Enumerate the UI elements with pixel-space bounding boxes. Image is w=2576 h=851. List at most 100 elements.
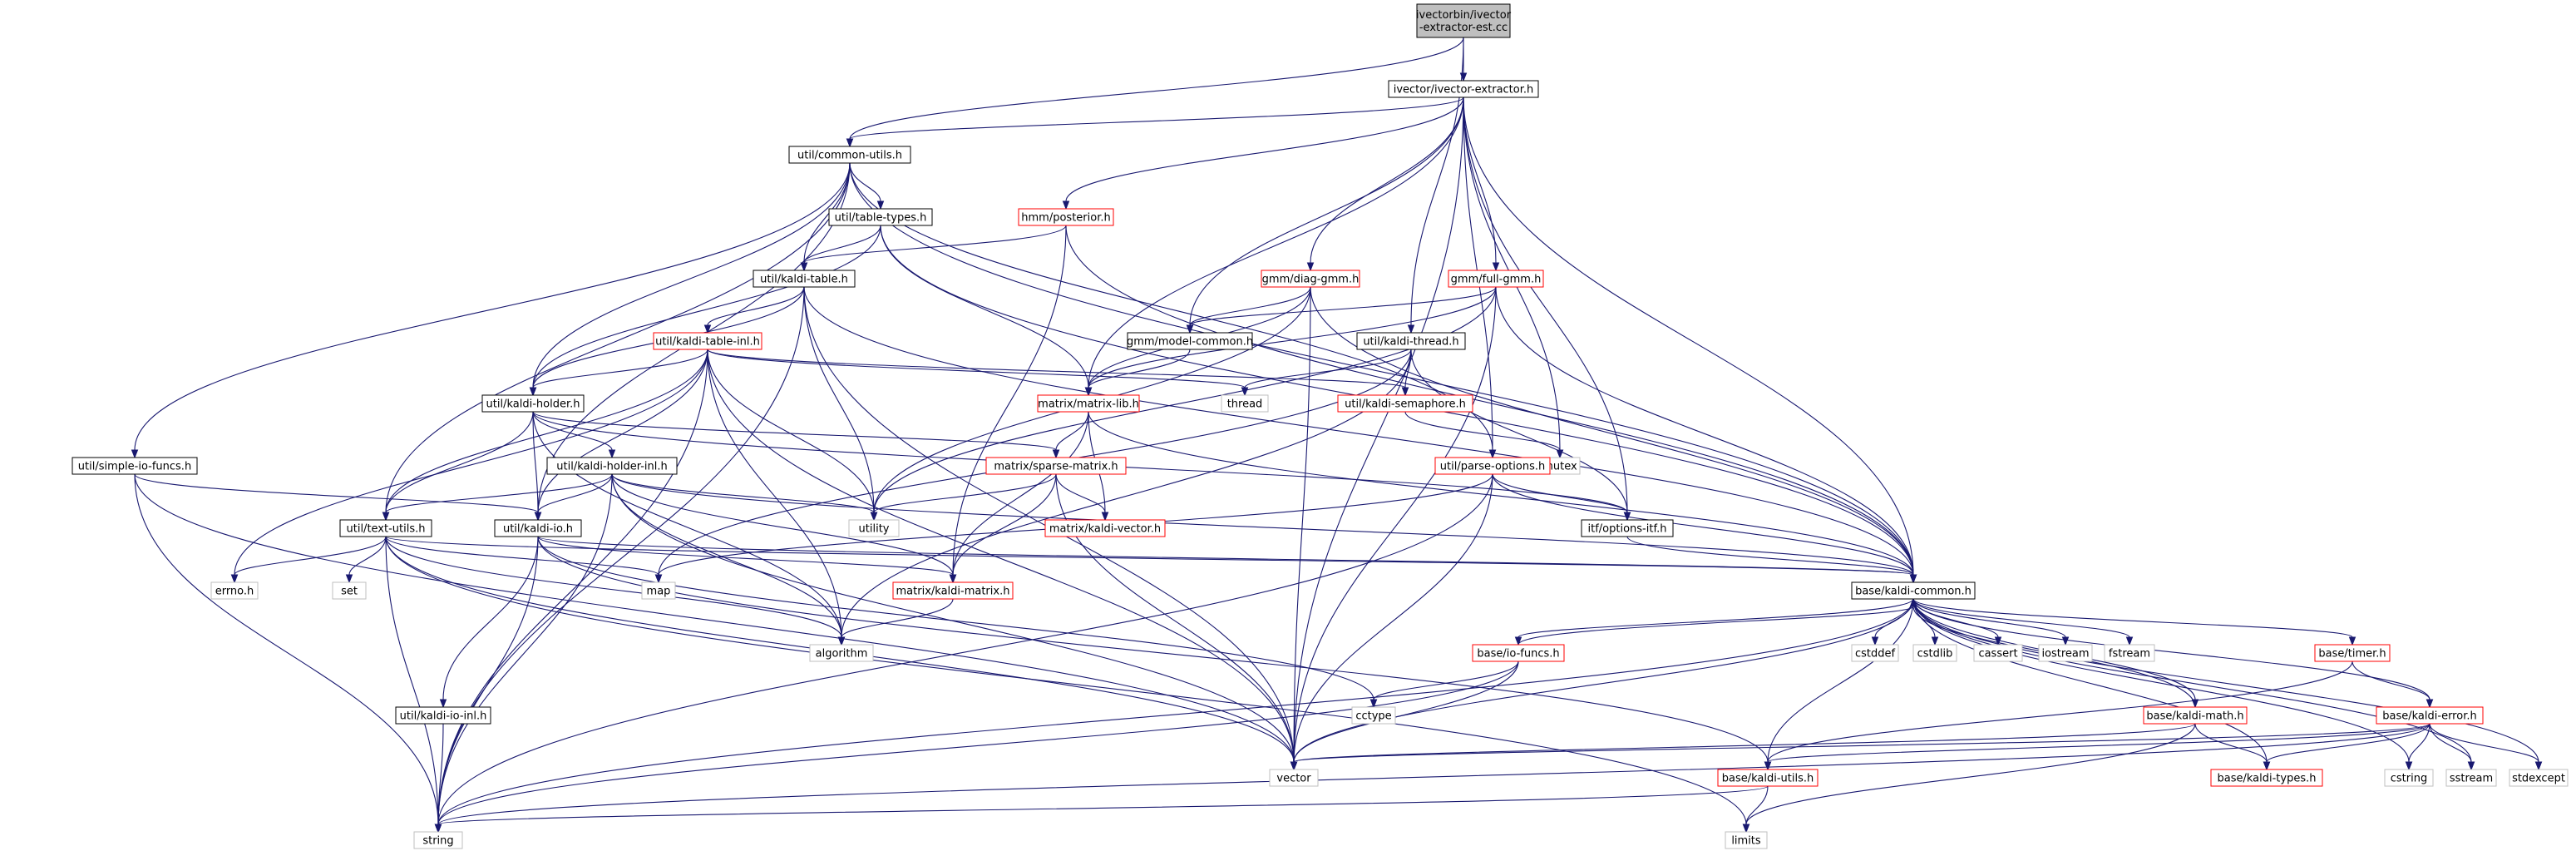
node-kaldi-thread-box [1356,332,1466,350]
node-model-common-label: gmm/model-common.h [1127,336,1253,349]
edge-kaldi-common-to-iostream [1912,598,2066,638]
node-kaldi-types[interactable]: base/kaldi-types.h [2210,769,2323,787]
node-utility[interactable]: utility [848,519,900,537]
node-posterior[interactable]: hmm/posterior.h [1018,208,1114,226]
node-cctype[interactable]: cctype [1351,706,1396,725]
node-algorithm-label: algorithm [816,648,868,661]
edge-text-utils-to-set [348,536,387,576]
node-cstring[interactable]: cstring [2384,769,2434,787]
arrowhead-text-utils-to-errno [230,574,239,584]
node-full-gmm[interactable]: gmm/full-gmm.h [1448,270,1544,288]
node-kaldi-table-box [753,270,856,288]
node-iostream[interactable]: iostream [2038,644,2093,662]
node-cstddef[interactable]: cstddef [1851,644,1899,662]
node-fstream[interactable]: fstream [2104,644,2155,662]
node-table-types-label: util/table-types.h [835,212,927,225]
node-stdexcept[interactable]: stdexcept [2509,769,2569,787]
node-io-funcs[interactable]: base/io-funcs.h [1472,644,1565,662]
arrowhead-kaldi-common-to-cstddef [1871,636,1879,646]
node-options-itf-box [1581,519,1674,537]
node-kaldi-io-inl-box [395,706,491,725]
edge-kaldi-error-to-string [437,723,2430,825]
node-limits-box [1725,831,1768,849]
node-sparse-matrix[interactable]: matrix/sparse-matrix.h [985,457,1127,475]
edge-kaldi-holder-inl-to-vector [611,473,1295,763]
arrowhead-kaldi-holder-inl-to-kaldi-io [534,512,542,522]
node-options-itf[interactable]: itf/options-itf.h [1581,519,1674,537]
edge-kaldi-math-to-vector [1293,723,2196,763]
node-string[interactable]: string [413,831,463,849]
node-errno-label: errno.h [215,586,254,598]
node-model-common[interactable]: gmm/model-common.h [1127,332,1253,350]
arrowhead-kaldi-io-to-kaldi-matrix [949,574,957,584]
node-kaldi-semaphore-label: util/kaldi-semaphore.h [1345,398,1466,411]
node-kaldi-table-inl[interactable]: util/kaldi-table-inl.h [653,332,762,350]
node-kaldi-vector[interactable]: matrix/kaldi-vector.h [1044,519,1166,537]
node-cctype-label: cctype [1355,710,1391,723]
edge-kaldi-math-to-limits [1745,723,2196,825]
node-kaldi-table[interactable]: util/kaldi-table.h [753,270,856,288]
edge-table-types-to-matrix-lib [880,225,1089,388]
node-table-types-box [828,208,933,226]
node-kaldi-holder-inl[interactable]: util/kaldi-holder-inl.h [546,457,678,475]
node-cassert[interactable]: cassert [1973,644,2023,662]
node-kaldi-io-box [494,519,582,537]
arrowhead-kaldi-common-to-cassert [1994,636,2002,646]
node-diag-gmm[interactable]: gmm/diag-gmm.h [1261,270,1360,288]
arrowhead-ivector-extractor-to-common-utils [846,138,854,148]
node-vector[interactable]: vector [1269,769,1319,787]
node-kaldi-table-inl-box [653,332,762,350]
node-algorithm[interactable]: algorithm [809,644,874,662]
node-errno-box [210,581,259,600]
node-matrix-lib-label: matrix/matrix-lib.h [1038,398,1139,411]
node-kaldi-io[interactable]: util/kaldi-io.h [494,519,582,537]
edge-kaldi-io-to-string [437,536,539,825]
node-kaldi-thread[interactable]: util/kaldi-thread.h [1356,332,1466,350]
node-kaldi-matrix[interactable]: matrix/kaldi-matrix.h [892,581,1014,600]
node-cstdlib[interactable]: cstdlib [1912,644,1957,662]
node-kaldi-table-inl-label: util/kaldi-table-inl.h [655,336,760,349]
node-matrix-lib[interactable]: matrix/matrix-lib.h [1037,394,1140,413]
node-io-funcs-label: base/io-funcs.h [1477,648,1559,661]
node-kaldi-common[interactable]: base/kaldi-common.h [1851,581,1976,600]
arrowhead-kaldi-table-inl-to-kaldi-holder [529,387,537,397]
node-fstream-box [2104,644,2155,662]
arrowhead-root-to-kaldi-thread [1407,324,1415,334]
node-diag-gmm-box [1261,270,1360,288]
node-kaldi-utils-label: base/kaldi-utils.h [1722,773,1814,785]
node-kaldi-io-label: util/kaldi-io.h [503,523,573,536]
node-map[interactable]: map [641,581,676,600]
node-text-utils[interactable]: util/text-utils.h [339,519,432,537]
node-parse-options[interactable]: util/parse-options.h [1434,457,1551,475]
node-thread[interactable]: thread [1221,394,1269,413]
node-set[interactable]: set [332,581,367,600]
node-kaldi-vector-label: matrix/kaldi-vector.h [1049,523,1161,536]
edge-kaldi-utils-to-string [437,785,1769,825]
node-set-box [332,581,367,600]
node-errno[interactable]: errno.h [210,581,259,600]
node-kaldi-io-inl[interactable]: util/kaldi-io-inl.h [395,706,491,725]
node-kaldi-error[interactable]: base/kaldi-error.h [2376,706,2484,725]
edge-kaldi-holder-to-algorithm [532,411,842,638]
node-table-types[interactable]: util/table-types.h [828,208,933,226]
node-kaldi-math[interactable]: base/kaldi-math.h [2143,706,2248,725]
edge-kaldi-table-inl-to-text-utils [385,349,708,513]
arrowhead-sparse-matrix-to-utility [870,512,878,522]
node-sstream[interactable]: sstream [2445,769,2497,787]
node-simple-io-funcs[interactable]: util/simple-io-funcs.h [72,457,198,475]
edge-kaldi-table-inl-to-string [437,349,708,825]
node-limits[interactable]: limits [1725,831,1768,849]
node-timer[interactable]: base/timer.h [2314,644,2391,662]
edge-text-utils-to-algorithm [385,536,842,638]
edge-kaldi-table-inl-to-vector [707,349,1295,763]
edge-diag-gmm-to-kaldi-common [1310,286,1914,576]
edge-timer-to-kaldi-utils [1767,661,2353,763]
edge-kaldi-error-to-kaldi-types [2266,723,2430,763]
node-kaldi-holder[interactable]: util/kaldi-holder.h [481,394,585,413]
node-vector-label: vector [1276,773,1311,785]
edge-kaldi-common-to-kaldi-error [1912,598,2430,700]
node-kaldi-semaphore[interactable]: util/kaldi-semaphore.h [1337,394,1473,413]
node-ivector-extractor[interactable]: ivector/ivector-extractor.h [1388,80,1539,98]
node-kaldi-utils[interactable]: base/kaldi-utils.h [1717,769,1818,787]
node-common-utils[interactable]: util/common-utils.h [788,146,911,164]
